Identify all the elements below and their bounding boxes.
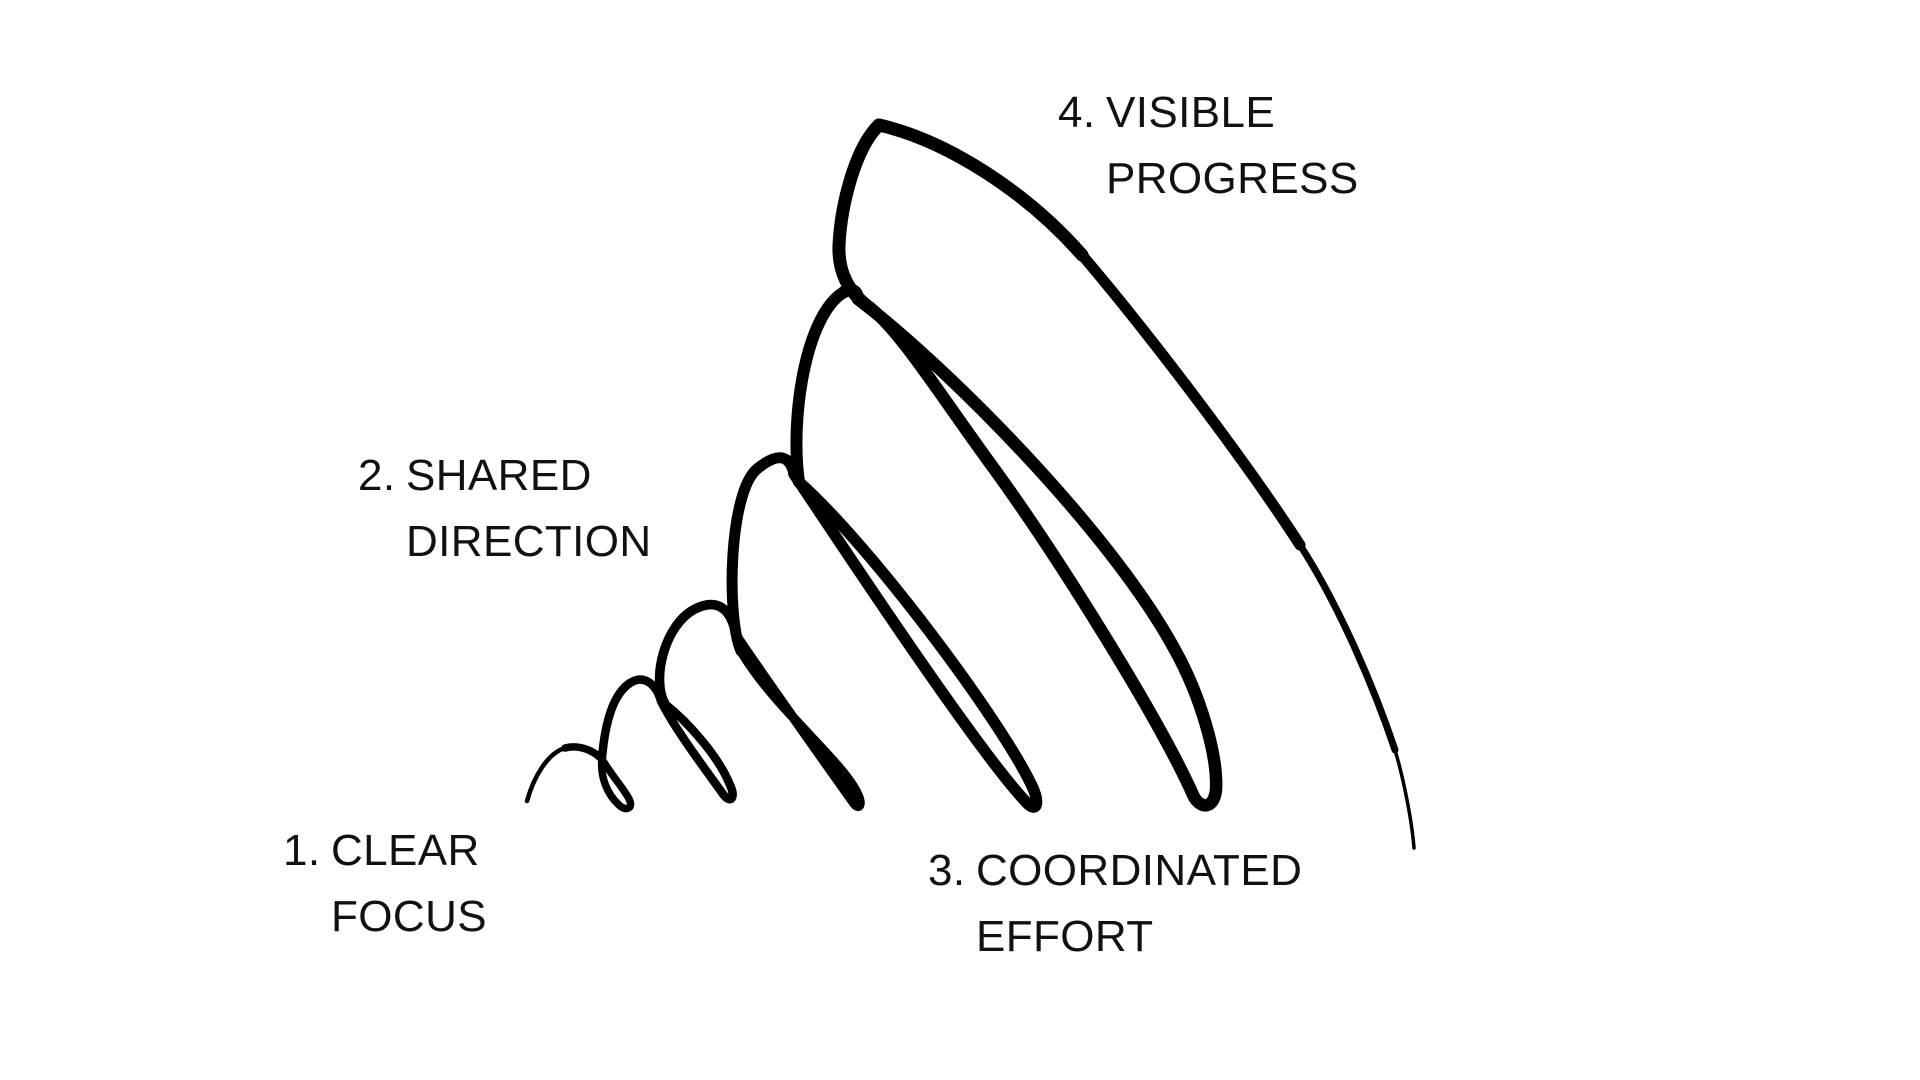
spiral-segment <box>851 292 1223 812</box>
step-number: 3. <box>928 846 966 895</box>
spiral-segment <box>790 286 850 488</box>
step-text-line1: SHARED <box>406 451 592 500</box>
spiral-segment <box>597 754 635 813</box>
step-label-coordinated-effort: 3. COORDINATED EFFORT <box>928 838 1302 970</box>
spiral-segment <box>788 468 1043 813</box>
step-text: VISIBLE PROGRESS <box>1106 80 1359 212</box>
step-text-line2: DIRECTION <box>406 517 652 566</box>
step-text: SHARED DIRECTION <box>406 443 652 575</box>
spiral-segment <box>656 696 737 804</box>
spiral-segment <box>726 452 800 657</box>
step-number: 1. <box>283 826 321 875</box>
step-text: CLEAR FOCUS <box>331 818 487 950</box>
step-text-line1: CLEAR <box>331 826 480 875</box>
step-text: COORDINATED EFFORT <box>976 838 1302 970</box>
spiral-segment <box>654 599 741 709</box>
step-text-line1: COORDINATED <box>976 846 1303 895</box>
step-label-shared-direction: 2. SHARED DIRECTION <box>358 443 652 575</box>
step-text-line2: EFFORT <box>976 912 1154 961</box>
step-text-line1: VISIBLE <box>1106 88 1276 137</box>
spiral-segment <box>524 745 568 804</box>
step-text-line2: FOCUS <box>331 892 487 941</box>
step-number: 2. <box>358 451 396 500</box>
spiral-segment <box>1393 748 1416 850</box>
spiral-segment <box>832 118 886 315</box>
spiral-segment <box>597 675 666 763</box>
step-number: 4. <box>1058 88 1096 137</box>
spiral-segment <box>1076 249 1306 551</box>
spiral-segment <box>731 630 865 812</box>
step-label-visible-progress: 4. VISIBLE PROGRESS <box>1058 80 1359 212</box>
spiral-segment <box>872 118 1089 262</box>
step-text-line2: PROGRESS <box>1106 154 1359 203</box>
step-label-clear-focus: 1. CLEAR FOCUS <box>283 818 487 950</box>
spiral-segment <box>1296 541 1399 754</box>
